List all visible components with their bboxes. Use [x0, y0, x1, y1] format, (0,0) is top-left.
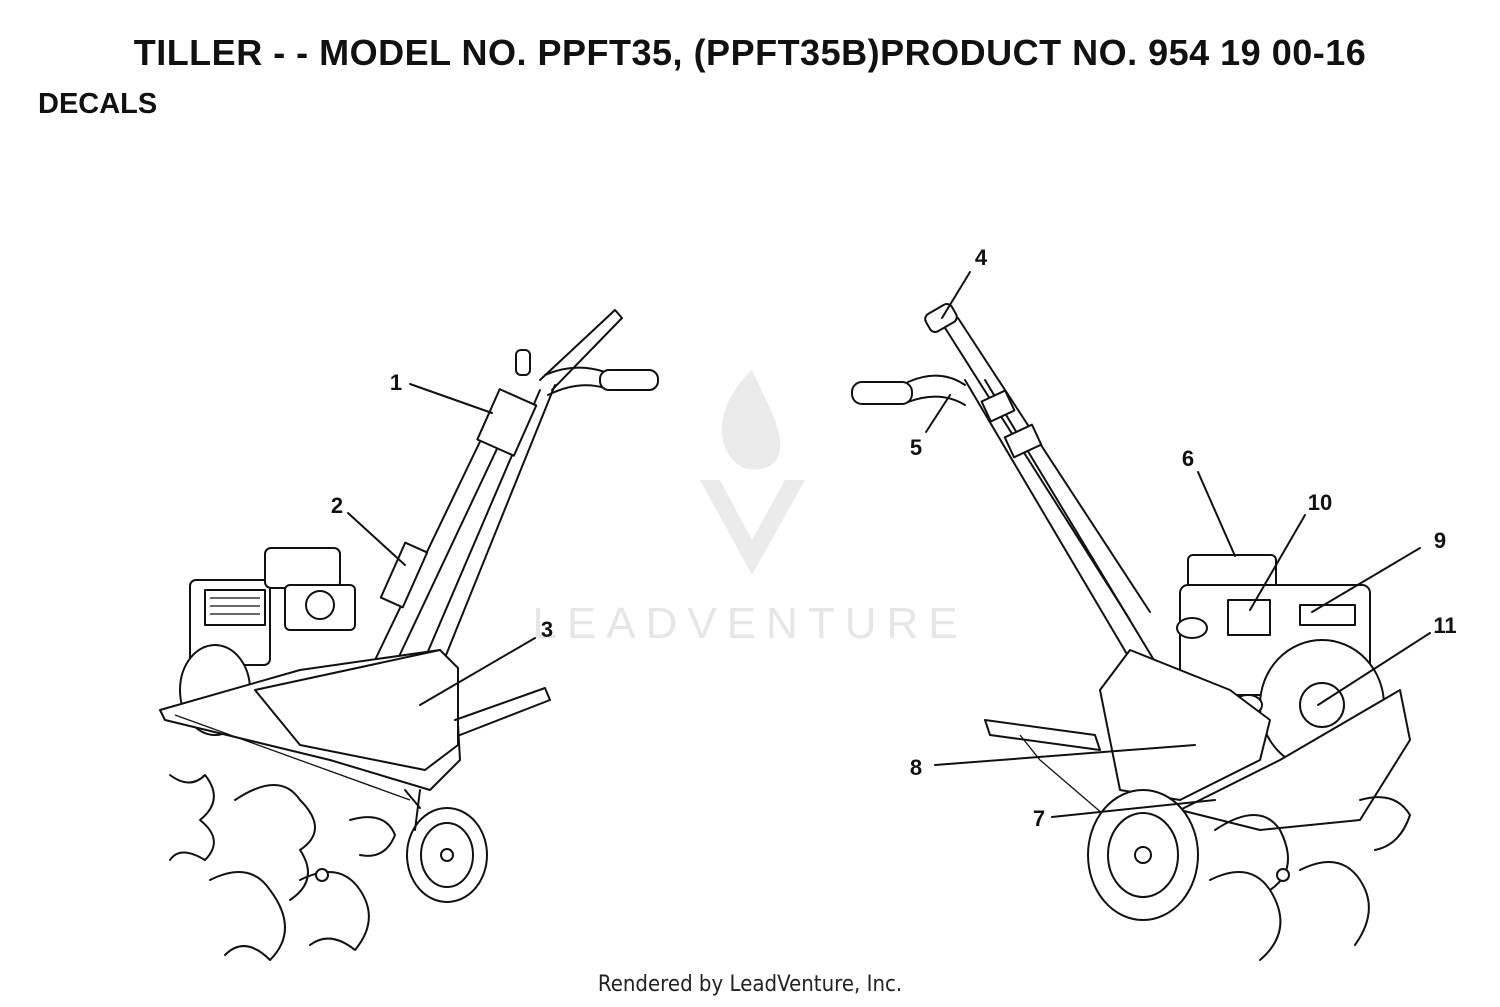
- footer-credit: Rendered by LeadVenture, Inc.: [597, 972, 903, 997]
- leader-lines: [347, 271, 1431, 818]
- callout-4: 4: [975, 245, 988, 270]
- callout-1: 1: [390, 370, 402, 395]
- callout-5: 5: [910, 435, 922, 460]
- callout-10: 10: [1308, 490, 1332, 515]
- watermark-text: LEADVENTURE: [532, 599, 967, 648]
- section-title: DECALS: [38, 88, 158, 120]
- page-title: TILLER - - MODEL NO. PPFT35, (PPFT35B)PR…: [133, 32, 1367, 73]
- callout-8: 8: [910, 755, 922, 780]
- right-tiller-illustration: [851, 303, 1411, 961]
- callout-6: 6: [1182, 446, 1194, 471]
- callout-7: 7: [1033, 806, 1045, 831]
- callout-2: 2: [331, 493, 343, 518]
- left-tiller-illustration: [159, 309, 659, 961]
- callout-11: 11: [1433, 613, 1456, 638]
- callout-9: 9: [1434, 528, 1446, 553]
- watermark-logo-icon: [700, 370, 805, 575]
- callout-3: 3: [541, 617, 553, 642]
